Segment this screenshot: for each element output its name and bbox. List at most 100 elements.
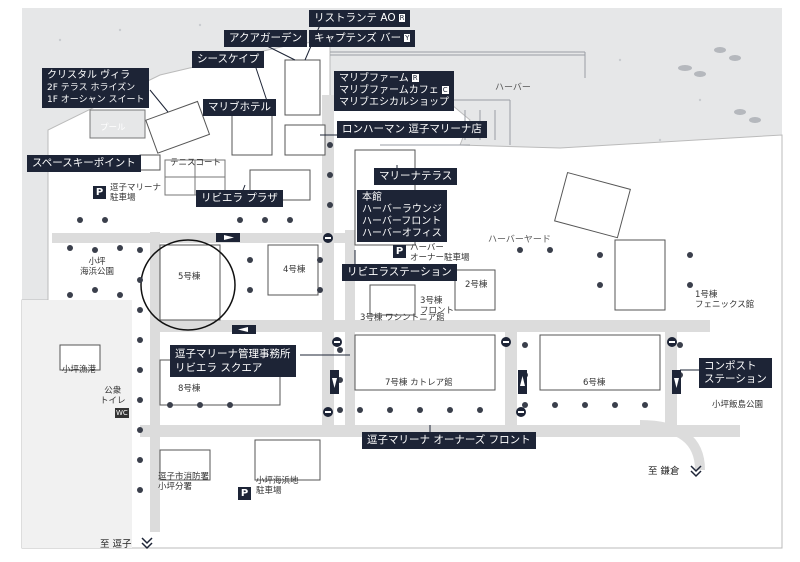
riviera-plaza-text: リビエラ プラザ [201,192,278,204]
aqua-garden-building [284,59,321,116]
bldg6-label: 6号棟 [583,378,606,388]
buildings [59,59,666,481]
bldg8-label: 8号棟 [178,384,201,394]
parking-icon: P [93,186,106,199]
bldg2-building [454,269,496,311]
fishing-port-label: 小坪漁港 [62,365,97,375]
koajiro-park-line-1: 小坪 [88,257,106,267]
bldg7-building [354,334,496,391]
road-to-kamakura [639,420,705,471]
to-zushi-label: 至 逗子 [100,539,132,550]
tennis-courts [164,159,226,196]
koajiro-park-label: 小坪 海浜公園 [80,257,114,277]
seascape-building [284,124,326,156]
label-crystal-villa: クリスタル ヴィラ 2F テラス ホライズン 1F オーシャン スイート [42,68,150,108]
bldg3-wisteria-label: 3号棟 ワシントニア館 [360,313,445,323]
bldg1-line-2: フェニックス館 [695,300,755,310]
sea-texture [58,23,702,142]
owners-front-text: 逗子マリーナ オーナーズ フロント [367,434,531,446]
harbor-owner-parking-line-2: オーナー駐車場 [410,253,470,263]
malibu-hotel-building [231,114,273,156]
malibu-shop-text: マリブエシカルショップ [339,97,449,108]
bldg3-front-label: 3号棟 フロント [420,296,454,316]
fire-station-building [159,449,211,481]
tennis-court-label: テニスコート [170,158,222,168]
harbor-yard-label: ハーバーヤード [488,235,551,245]
malibu-farm-cafe-name: マリブファームカフェ [339,85,439,96]
pool-area [89,109,146,139]
bldg5-building [159,244,221,321]
small-building [139,154,161,171]
marina-parking-line-1: 逗子マリーナ [110,183,162,193]
harbor-front-text: ハーバーフロント [362,216,442,227]
bldg1-line-1: 1号棟 [695,290,718,300]
marina-terrace-text: マリーナテラス [379,170,453,182]
fire-station-line-2: 小坪分署 [158,482,193,492]
bldg3-front-line-1: 3号棟 [420,296,443,306]
malibu-hotel-text: マリブホテル [208,101,271,113]
crystal-villa-2f: 2F テラス ホライズン [47,83,136,93]
label-main-building: 本館 ハーバーラウンジ ハーバーフロント ハーバーオフィス [357,190,447,242]
roads [52,95,740,532]
harbor-office-text: ハーバーオフィス [362,228,442,239]
label-ron-herman: ロンハーマン 逗子マリーナ店 [337,121,487,138]
parking-icon: P [238,487,251,500]
palm-tree-icon [67,142,693,493]
to-kamakura-label: 至 鎌倉 [648,466,680,477]
parking-icon: P [393,245,406,258]
seascape-text: シースケイプ [197,53,260,65]
compost-station-text-1: コンポスト [704,360,757,372]
riviera-square-text: リビエラ スクエア [175,362,263,374]
label-malibu-hotel: マリブホテル [203,99,276,116]
compost-station-text-2: ステーション [704,373,767,385]
bldg2-label: 2号棟 [465,280,488,290]
bldg5-label: 5号棟 [178,272,201,282]
ristorante-text: リストランテ AO [314,12,396,24]
koajiro-park-line-2: 海浜公園 [80,267,115,277]
fish-icon [678,47,761,123]
malibu-farm-name: マリブファーム [339,73,409,84]
iidashima-park-label: 小坪飯島公園 [712,400,764,410]
harbor-yard-building [554,171,631,239]
bldg4-building [267,244,319,296]
bldg6-building [539,334,661,391]
crystal-villa-building [145,100,211,154]
bldg3-front-line-2: フロント [420,306,455,316]
label-aqua-garden: アクアガーデン [224,30,307,47]
beach-parking-line-2: 駐車場 [256,486,282,496]
space-keypoint-text: スペースキーポイント [32,157,136,169]
bldg1-building [614,239,666,311]
harbor-owner-parking-label: ハーバー オーナー駐車場 [410,243,470,263]
beach-parking-label: 小坪海浜地 駐車場 [256,476,299,496]
beach-parking-line-1: 小坪海浜地 [256,476,299,486]
highlight-circle [140,239,236,331]
cafe-icon: C [441,86,449,94]
toilet-building [59,344,101,371]
bldg4-label: 4号棟 [283,265,306,275]
label-management-office: 逗子マリーナ管理事務所 リビエラ スクエア [170,345,296,377]
restaurant-icon: R [398,14,406,22]
main-building-text: 本館 [362,192,382,203]
label-seascape: シースケイプ [192,51,265,68]
fire-station-line-1: 逗子市消防署 [158,472,210,482]
fire-station-label: 逗子市消防署 小坪分署 [158,472,209,492]
label-compost-station: コンポスト ステーション [699,358,772,388]
beach-parking-building [254,439,321,481]
bar-icon: Y [404,34,411,42]
bldg3-building [369,284,416,316]
harbor-owner-parking-line-1: ハーバー [410,243,444,253]
aqua-garden-text: アクアガーデン [229,32,302,44]
riviera-station-text: リビエラステーション [347,266,452,278]
toilet-line-2: トイレ [100,396,126,406]
bldg7-label: 7号棟 カトレア館 [385,378,453,388]
one-way-arrow-icon [216,233,681,394]
management-office-text: 逗子マリーナ管理事務所 [175,348,291,360]
pool-label: プール [100,123,126,133]
harbor-label: ハーバー [495,83,531,93]
